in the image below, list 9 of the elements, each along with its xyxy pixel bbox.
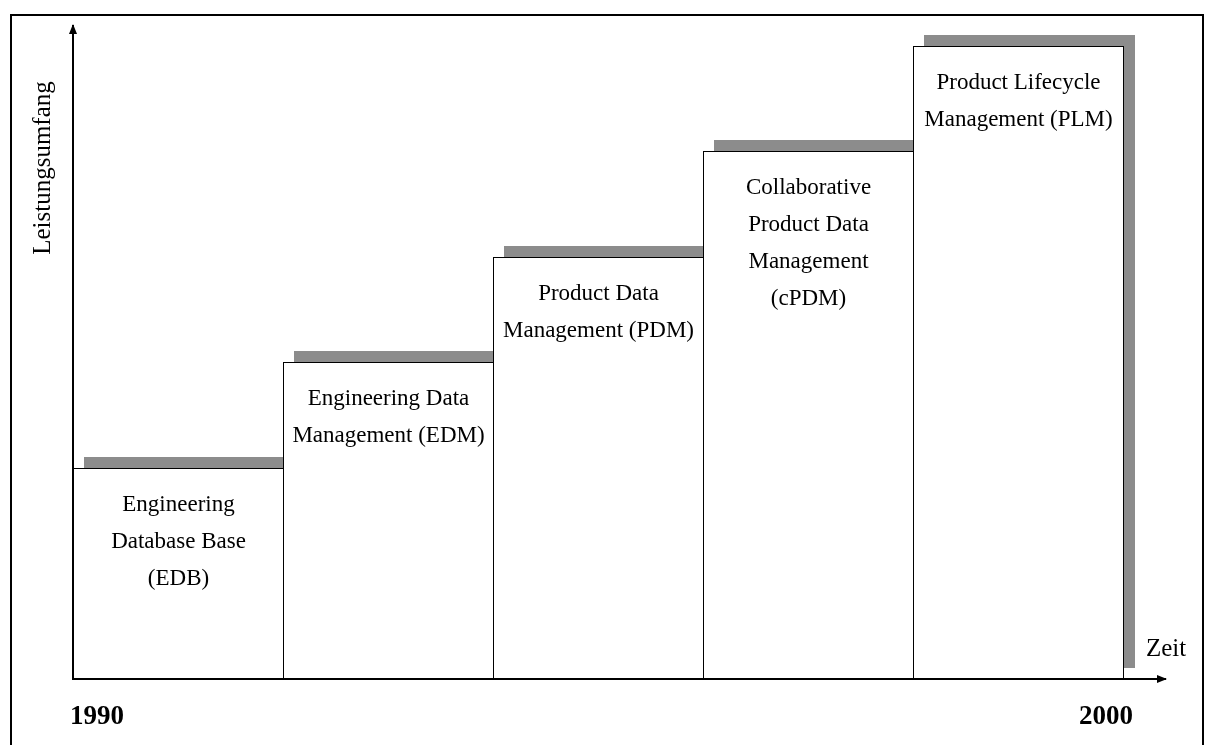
- stage-label: Collaborative Product Data Management (cPDM): [744, 173, 873, 312]
- stage-label: Product Lifecycle Management (PLM): [923, 68, 1114, 133]
- axis-title: Leistungsumfang: [28, 81, 56, 255]
- year-label: 2000: [1079, 700, 1133, 731]
- axis-title: Zeit: [1146, 634, 1187, 662]
- stage-label: Engineering Data Management (EDM): [291, 384, 486, 449]
- stage-label: Product Data Management (PDM): [502, 279, 695, 344]
- stage-label: Engineering Database Base (EDB): [110, 490, 247, 592]
- year-label: 1990: [70, 700, 124, 731]
